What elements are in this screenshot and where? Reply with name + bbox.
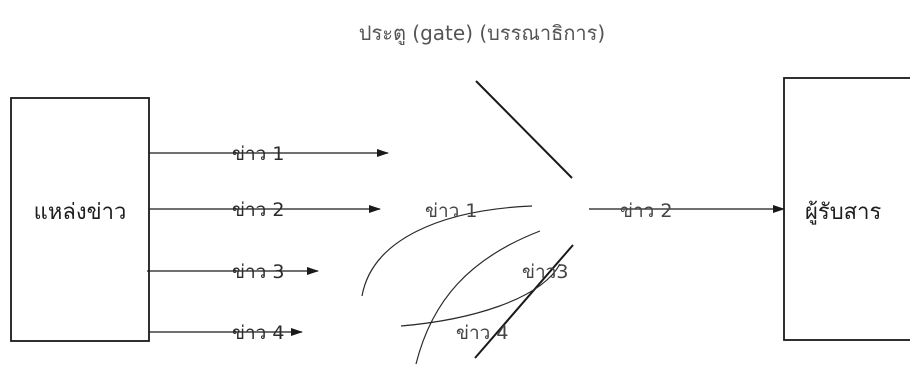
gate-news-4-label: ข่าว 4 [456, 322, 508, 344]
gate-upper-bar [475, 80, 573, 179]
gate-news-1-label: ข่าว 1 [425, 200, 477, 222]
source-label: แหล่งข่าว [34, 200, 127, 225]
passed-news-label: ข่าว 2 [620, 200, 672, 222]
diagram-title: ประตู (gate) (บรรณาธิการ) [359, 21, 605, 46]
filter-curve-middle [400, 263, 561, 327]
gate-lower-bar [474, 244, 574, 359]
gate-news-3-label: ข่าว3 [522, 261, 568, 283]
news-3-label: ข่าว 3 [232, 261, 284, 283]
receiver-label: ผู้รับสาร [805, 200, 881, 225]
filter-curve-lower [415, 230, 541, 365]
source-box [10, 97, 150, 342]
news-4-label: ข่าว 4 [232, 322, 284, 344]
news-1-label: ข่าว 1 [232, 143, 284, 165]
filter-curve-upper [361, 205, 533, 297]
news-2-label: ข่าว 2 [232, 199, 284, 221]
